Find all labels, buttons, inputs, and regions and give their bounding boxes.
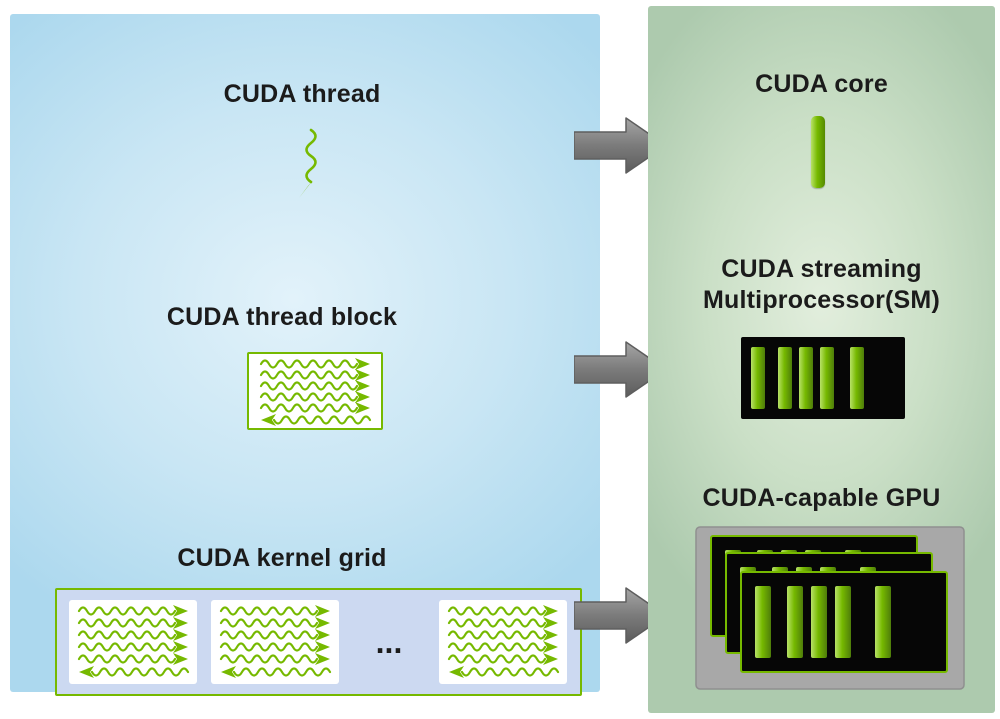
cuda-thread-block-label: CUDA thread block	[166, 303, 398, 331]
cuda-sm-label: CUDA streaming Multiprocessor(SM)	[648, 254, 995, 315]
cuda-gpu-icon	[695, 526, 965, 690]
hardware-panel: CUDA core CUDA streaming Multiprocessor(…	[648, 6, 995, 713]
cuda-gpu-label: CUDA-capable GPU	[702, 484, 941, 512]
streaming-multiprocessor-icon	[741, 337, 905, 419]
grid-ellipsis: ...	[375, 623, 403, 660]
thread-block-pattern	[259, 356, 372, 428]
grid-block-3	[439, 600, 567, 684]
thread-block-icon	[247, 352, 383, 430]
cuda-sm-label-line1: CUDA streaming	[721, 255, 922, 283]
grid-block-2	[211, 600, 339, 684]
cuda-sm-label-line2: Multiprocessor(SM)	[703, 285, 940, 314]
software-panel: CUDA thread CUDA thread block CUDA kerne…	[10, 14, 600, 696]
grid-block-1	[69, 600, 197, 684]
thread-squiggle-icon	[299, 128, 317, 198]
cuda-core-label: CUDA core	[755, 70, 888, 98]
kernel-grid-icon: ...	[55, 588, 582, 696]
cuda-thread-label: CUDA thread	[223, 80, 381, 108]
cuda-kernel-grid-label: CUDA kernel grid	[177, 544, 387, 572]
cuda-core-icon	[811, 116, 825, 188]
